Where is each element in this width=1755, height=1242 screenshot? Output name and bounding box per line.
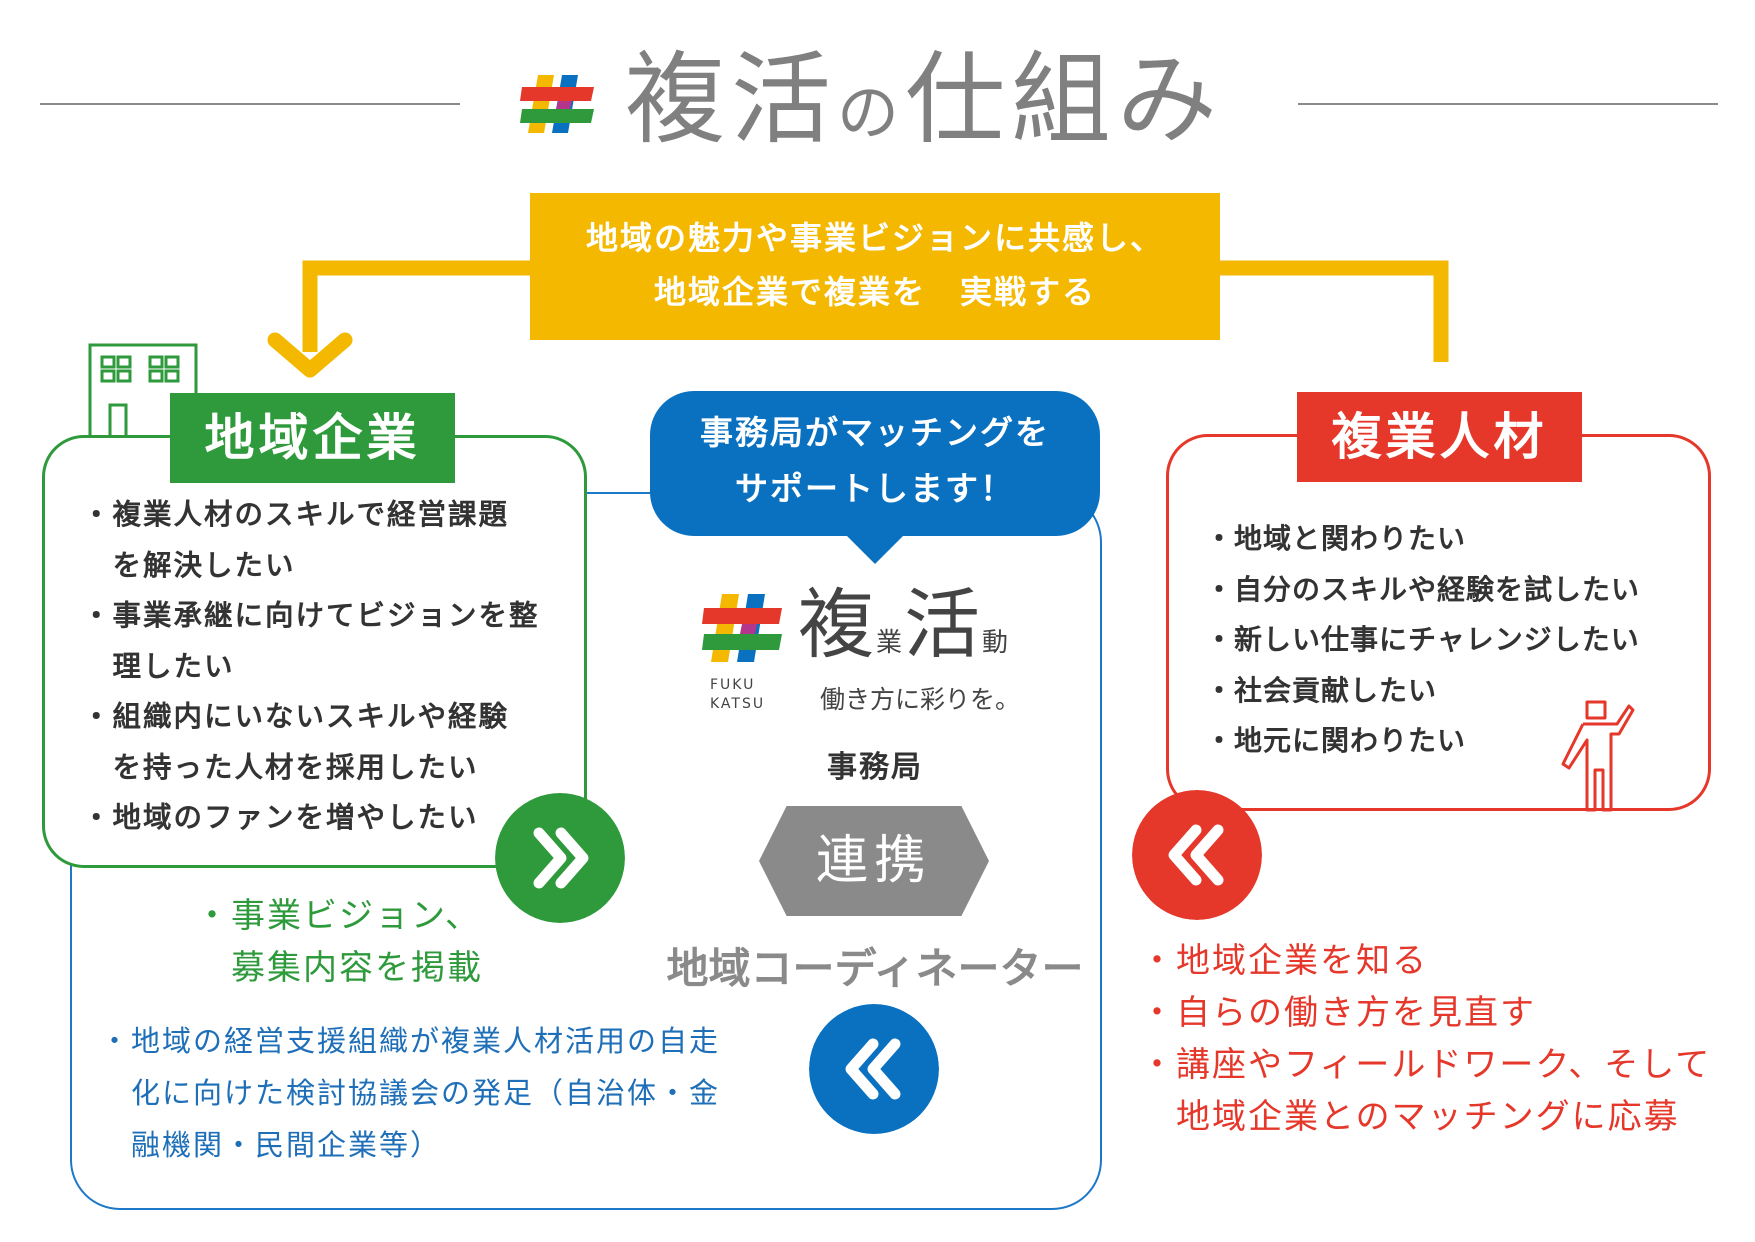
double-chevron-right-icon bbox=[495, 793, 625, 923]
logo-wordmark: 複業活動 bbox=[798, 580, 1011, 669]
connector-arrow bbox=[267, 260, 1449, 378]
hashtag-logo-icon bbox=[520, 75, 594, 133]
list-item: を解決したい bbox=[82, 548, 296, 582]
double-chevron-left-icon bbox=[1132, 790, 1262, 920]
coordinator-label: 地域コーディネーター bbox=[666, 944, 1084, 993]
bubble-line-1: 事務局がマッチングを bbox=[700, 413, 1050, 452]
bubble-tail bbox=[845, 534, 905, 564]
cooperation-hexagon: 連携 bbox=[759, 806, 989, 916]
title-line-left bbox=[40, 103, 460, 105]
list-item: 理したい bbox=[82, 649, 235, 683]
title-line-right bbox=[1298, 103, 1718, 105]
talent-list: ・地域と関わりたい ・自分のスキルや経験を試したい ・新しい仕事にチャレンジした… bbox=[1205, 514, 1640, 767]
local-company-box bbox=[42, 435, 587, 868]
local-company-list: ・複業人材のスキルで経営課題 を解決したい ・事業承継に向けてビジョンを整 理し… bbox=[82, 490, 540, 844]
blue-note: ・地域の経営支援組織が複業人材活用の自走 化に向けた検討協議会の発足（自治体・金… bbox=[100, 1024, 721, 1162]
list-item: ・複業人材のスキルで経営課題 bbox=[82, 498, 510, 531]
person-icon bbox=[1561, 700, 1635, 812]
list-item: ・事業承継に向けてビジョンを整 bbox=[82, 599, 540, 632]
banner-line-2: 地域企業で複業を 実戦する bbox=[653, 273, 1096, 311]
list-item: ・新しい仕事にチャレンジしたい bbox=[1205, 623, 1640, 656]
support-bubble: 事務局がマッチングを サポートします！ bbox=[650, 391, 1100, 536]
fukukatsu-logo-icon bbox=[702, 594, 782, 662]
bubble-line-2: サポートします！ bbox=[735, 469, 1015, 508]
list-item: ・自分のスキルや経験を試したい bbox=[1205, 572, 1641, 606]
secretariat-label: 事務局 bbox=[827, 750, 923, 785]
list-item: ・社会貢献したい bbox=[1205, 673, 1438, 707]
local-company-label: 地域企業 bbox=[170, 393, 455, 483]
talent-box bbox=[1166, 434, 1711, 811]
green-note: ・事業ビジョン、 募集内容を掲載 bbox=[195, 896, 483, 988]
talent-label: 複業人材 bbox=[1297, 392, 1582, 482]
logo-tagline: 働き方に彩りを。 bbox=[820, 685, 1021, 714]
page-title: 複活の仕組み bbox=[625, 41, 1224, 158]
list-item: を持った人材を採用したい bbox=[82, 750, 479, 784]
logo-sub-1: FUKU bbox=[710, 677, 756, 693]
list-item: ・組織内にいないスキルや経験 bbox=[82, 700, 510, 733]
red-note: ・地域企業を知る・自らの働き方を見直す・講座やフィールドワーク、そして 地域企業… bbox=[1140, 941, 1712, 1137]
banner-line-1: 地域の魅力や事業ビジョンに共感し、 bbox=[585, 219, 1164, 257]
list-item: ・地元に関わりたい bbox=[1205, 724, 1467, 757]
list-item: ・地域のファンを増やしたい bbox=[82, 801, 479, 834]
top-banner: 地域の魅力や事業ビジョンに共感し、 地域企業で複業を 実戦する bbox=[530, 193, 1220, 340]
logo-sub-2: KATSU bbox=[710, 696, 766, 712]
double-chevron-left-icon bbox=[809, 1004, 939, 1134]
list-item: ・地域と関わりたい bbox=[1205, 522, 1467, 555]
